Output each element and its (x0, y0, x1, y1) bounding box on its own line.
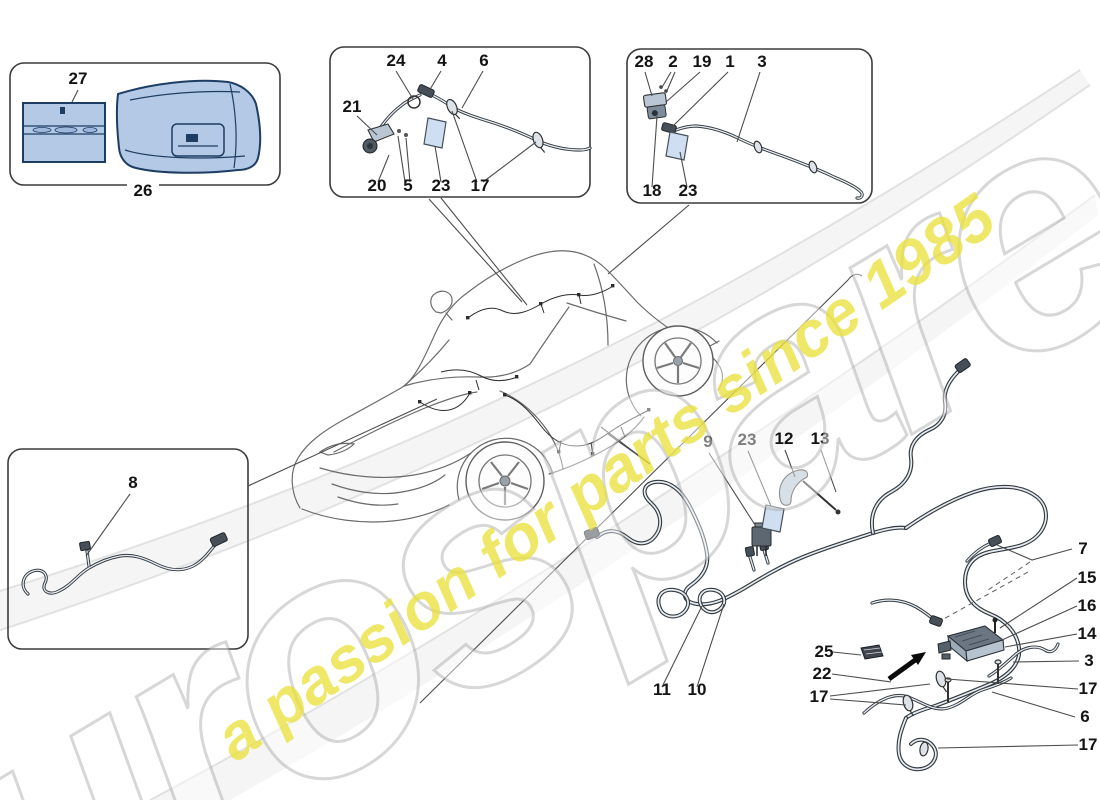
screw (404, 133, 408, 137)
callout-7[interactable]: 7 (1078, 539, 1087, 558)
callout-14[interactable]: 14 (1078, 624, 1097, 643)
cable-clip-17 (902, 694, 914, 712)
callout-13[interactable]: 13 (811, 429, 830, 448)
rear-wheel (642, 325, 714, 397)
cable-clip-17 (919, 741, 929, 757)
background-swoosh-art (0, 69, 1098, 800)
callout-18[interactable]: 18 (643, 181, 662, 200)
callout-21[interactable]: 21 (343, 97, 362, 116)
section-divider-line (419, 273, 863, 704)
main-harness-assembly (583, 358, 1060, 772)
hood-seam (319, 452, 472, 478)
callout-24[interactable]: 24 (387, 51, 406, 70)
connector (954, 358, 971, 374)
callout-5[interactable]: 5 (403, 176, 412, 195)
cable-clip (808, 160, 818, 174)
callout-8[interactable]: 8 (128, 473, 137, 492)
leader-lines (71, 70, 1080, 749)
inset-box-sensor-harness (329, 46, 591, 198)
rear-wheel-arch (625, 326, 718, 417)
connector (744, 546, 755, 557)
front-wheel-arch (456, 437, 554, 501)
windshield-base (403, 363, 531, 387)
sensor-bracket (367, 123, 395, 143)
connector (661, 122, 677, 134)
callout-2[interactable]: 2 (668, 52, 677, 71)
camera-harness-panel (642, 85, 864, 200)
callout-28[interactable]: 28 (635, 52, 654, 71)
callout-3-right[interactable]: 3 (1084, 651, 1093, 670)
grommet-ring (407, 95, 421, 109)
callout-17-left[interactable]: 17 (810, 687, 829, 706)
kit-bag-label (171, 123, 225, 157)
cable-clip (532, 131, 544, 149)
callout-11[interactable]: 11 (653, 680, 671, 699)
callout-17-box2[interactable]: 17 (471, 176, 490, 195)
inset-box-camera-harness (626, 48, 873, 204)
screw (397, 129, 401, 133)
mirror (430, 290, 453, 321)
callout-23-box3[interactable]: 23 (679, 181, 698, 200)
callout-3-box3[interactable]: 3 (757, 52, 766, 71)
callout-20[interactable]: 20 (368, 176, 387, 195)
grille (331, 474, 446, 495)
headlight (318, 442, 356, 456)
callout-10[interactable]: 10 (688, 680, 707, 699)
car-illustration (291, 250, 724, 523)
callout-19[interactable]: 19 (693, 52, 712, 71)
connector (209, 532, 228, 547)
callout-22[interactable]: 22 (813, 664, 832, 683)
connector (417, 84, 435, 98)
ecu-connector (937, 640, 952, 654)
cable-clip (753, 140, 763, 154)
callout-9[interactable]: 9 (703, 432, 712, 451)
car-wiring-overlay (418, 284, 651, 456)
callout-17-right-1[interactable]: 17 (1079, 679, 1098, 698)
callout-17-right-2[interactable]: 17 (1079, 735, 1098, 754)
connector (79, 540, 91, 552)
callout-23-main[interactable]: 23 (738, 430, 757, 449)
kit-panel (22, 79, 262, 174)
antenna-12 (779, 469, 809, 506)
callout-1[interactable]: 1 (725, 52, 734, 71)
connector-7 (988, 534, 1002, 548)
camera-lens (651, 110, 658, 117)
callout-4[interactable]: 4 (437, 51, 447, 70)
antenna-pin-13 (802, 480, 837, 511)
pin-clip (994, 659, 1002, 684)
callout-15[interactable]: 15 (1078, 568, 1097, 587)
adhesive-pad (761, 504, 785, 533)
callout-23-box2[interactable]: 23 (432, 176, 451, 195)
adhesive-pad (665, 131, 689, 161)
callout-27[interactable]: 27 (69, 69, 88, 88)
kit-bag (115, 79, 262, 174)
connector (929, 615, 943, 627)
booklet-logo (60, 107, 65, 114)
callout-12[interactable]: 12 (775, 429, 794, 448)
front-wheel (465, 441, 545, 521)
callout-25[interactable]: 25 (815, 642, 834, 661)
callout-26[interactable]: 26 (134, 181, 153, 200)
callout-6-right[interactable]: 6 (1080, 707, 1089, 726)
callout-6-box2[interactable]: 6 (479, 51, 488, 70)
callout-16[interactable]: 16 (1078, 596, 1097, 615)
door-line (499, 390, 564, 470)
small-harness-panel (21, 532, 228, 596)
inset-box-small-harness (7, 448, 249, 650)
callouts: 27 26 24 4 6 21 20 5 23 17 28 2 19 1 3 1… (69, 51, 1098, 754)
direction-arrow-22 (887, 655, 920, 682)
ecu-module-14 (937, 625, 1005, 663)
sensor-harness-panel (362, 84, 592, 154)
adhesive-pad (423, 117, 447, 149)
relay-9 (751, 526, 772, 547)
cable-clip (446, 98, 458, 116)
